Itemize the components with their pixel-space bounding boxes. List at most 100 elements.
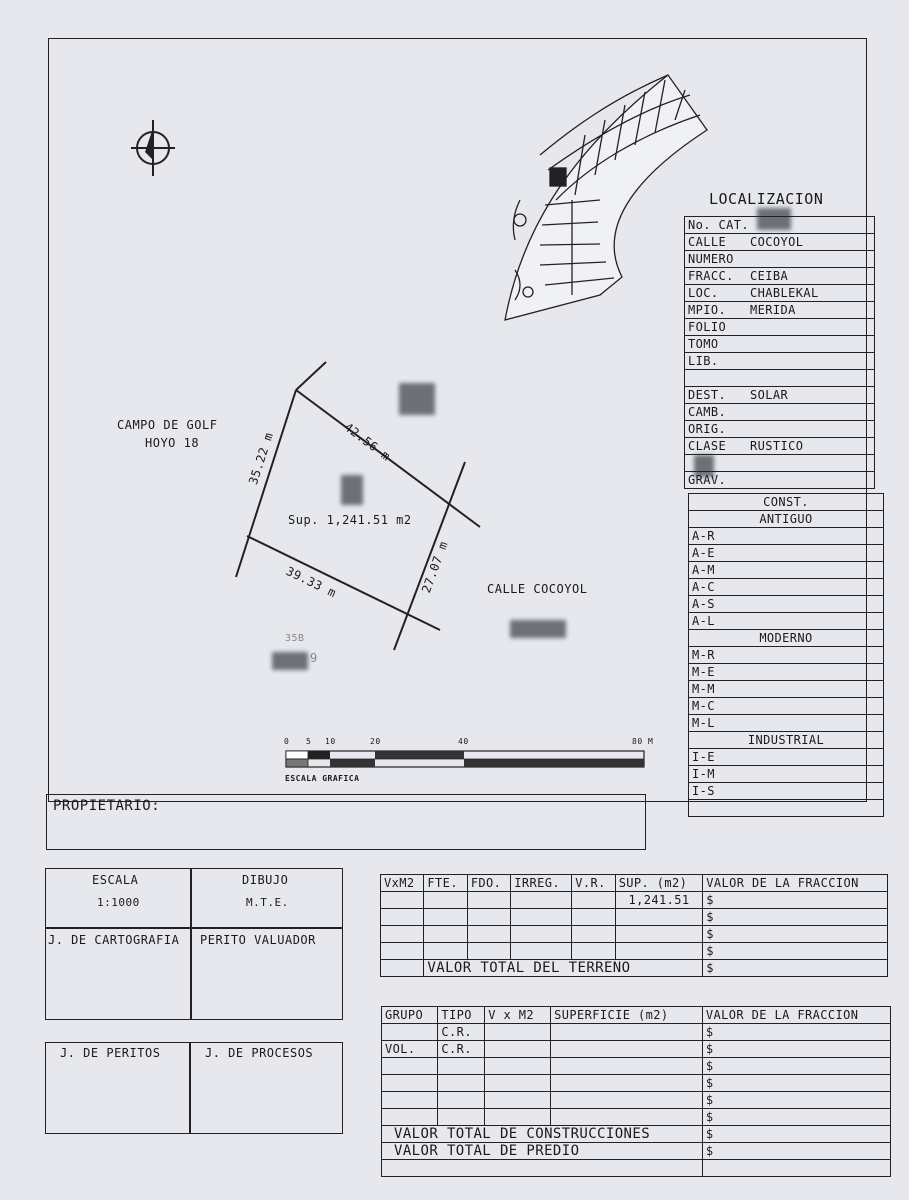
sup-value: 1,241.51 — [614, 891, 704, 909]
redaction-blur — [341, 475, 363, 505]
localizacion-row: LIB. — [684, 352, 875, 370]
scale-tick: 10 — [325, 737, 336, 746]
column-header: VALOR DE LA FRACCION — [701, 1006, 892, 1024]
table-row: ANTIGUO — [688, 510, 884, 528]
procesos-label: J. DE PROCESOS — [205, 1046, 314, 1060]
table-cell — [484, 1108, 552, 1126]
field-label: CAMB. — [688, 405, 727, 419]
table-cell — [379, 891, 425, 909]
currency-sign: $ — [701, 1091, 892, 1109]
table-row: $ — [379, 908, 888, 926]
column-header: V.R. — [571, 874, 616, 892]
localizacion-title: LOCALIZACION — [709, 190, 824, 208]
table-row — [688, 799, 884, 817]
escala-label: ESCALA — [92, 873, 139, 887]
field-label: DEST. — [688, 388, 727, 402]
table-cell — [484, 1023, 552, 1041]
table-cell — [380, 1057, 439, 1075]
table-row: CLASE RUSTICO — [684, 437, 875, 455]
table-row: CONST. — [688, 493, 884, 511]
table-row: CAMB. — [684, 403, 875, 421]
column-header: SUP. (m2) — [614, 874, 704, 892]
table-cell — [466, 908, 512, 926]
table-cell — [379, 942, 425, 960]
total-construcciones-label: VALOR TOTAL DE CONSTRUCCIONES — [381, 1125, 703, 1143]
column-header: VxM2 — [379, 874, 425, 892]
table-cell — [571, 891, 616, 909]
const-code: A-M — [688, 561, 884, 579]
table-row: $ — [379, 942, 888, 960]
localizacion-row: CLASE RUSTICO — [684, 437, 875, 455]
signature-box-bottom — [45, 1042, 343, 1134]
field-value: MERIDA — [750, 303, 796, 317]
localizacion-row — [684, 454, 875, 472]
table-row: A-C — [688, 578, 884, 596]
table-cell — [466, 942, 512, 960]
table-cell — [380, 1108, 439, 1126]
table-row: NUMERO — [684, 250, 875, 268]
table-row: I-S — [688, 782, 884, 800]
field-value: CEIBA — [750, 269, 789, 283]
table-row: No. CAT. — [684, 216, 875, 234]
table-row: VALOR TOTAL DEL TERRENO$ — [379, 959, 888, 977]
table-row — [381, 1159, 892, 1177]
table-cell — [550, 1108, 703, 1126]
table-row: M-R — [688, 646, 884, 664]
table-cell — [423, 925, 468, 943]
table-cell — [550, 1057, 703, 1075]
currency-sign: $ — [701, 1074, 892, 1092]
table-cell — [484, 1091, 552, 1109]
table-cell — [380, 1074, 439, 1092]
golf-label: CAMPO DE GOLF — [117, 418, 218, 432]
currency-sign: $ — [702, 942, 888, 960]
field-label: CLASE — [688, 439, 727, 453]
localizacion-row: FOLIO — [684, 318, 875, 336]
table-cell — [379, 925, 425, 943]
propietario-box — [46, 794, 646, 850]
table-cell — [510, 925, 573, 943]
scale-tick: 0 — [284, 737, 290, 746]
scale-bar — [285, 750, 645, 768]
field-label: FRACC. — [688, 269, 734, 283]
table-cell — [571, 908, 616, 926]
field-label: LIB. — [688, 354, 719, 368]
table-row: TOMO — [684, 335, 875, 353]
table-cell — [484, 1057, 552, 1075]
grupo-value: VOL. — [380, 1040, 439, 1058]
column-header: V x M2 — [484, 1006, 552, 1024]
const-code: A-L — [688, 612, 884, 630]
field-value: RUSTICO — [750, 439, 804, 453]
field-label: GRAV. — [688, 473, 727, 487]
table-cell — [381, 1159, 703, 1177]
field-label: FOLIO — [688, 320, 727, 334]
const-code: I-S — [688, 782, 884, 800]
localizacion-row: GRAV. — [684, 471, 875, 489]
golf-hole-label: HOYO 18 — [145, 436, 200, 450]
const-code: A-E — [688, 544, 884, 562]
localizacion-row — [684, 369, 875, 387]
column-header: VALOR DE LA FRACCION — [702, 874, 888, 892]
table-cell — [550, 1074, 703, 1092]
field-label: No. CAT. — [688, 218, 749, 232]
scale-caption: ESCALA GRAFICA — [285, 774, 360, 783]
total-predio-label: VALOR TOTAL DE PREDIO — [381, 1142, 703, 1160]
escala-value: 1:1000 — [97, 896, 140, 909]
currency-sign: $ — [701, 1040, 892, 1058]
field-label: CALLE — [688, 235, 727, 249]
table-cell — [423, 908, 468, 926]
const-code: M-E — [688, 663, 884, 681]
scale-tick: 20 — [370, 737, 381, 746]
lot-number-partial: 35B — [285, 633, 305, 644]
const-code: A-S — [688, 595, 884, 613]
table-cell — [550, 1040, 703, 1058]
const-code: M-M — [688, 680, 884, 698]
const-code: M-C — [688, 697, 884, 715]
table-row — [684, 369, 875, 387]
table-cell — [510, 891, 573, 909]
table-row: $ — [379, 925, 888, 943]
